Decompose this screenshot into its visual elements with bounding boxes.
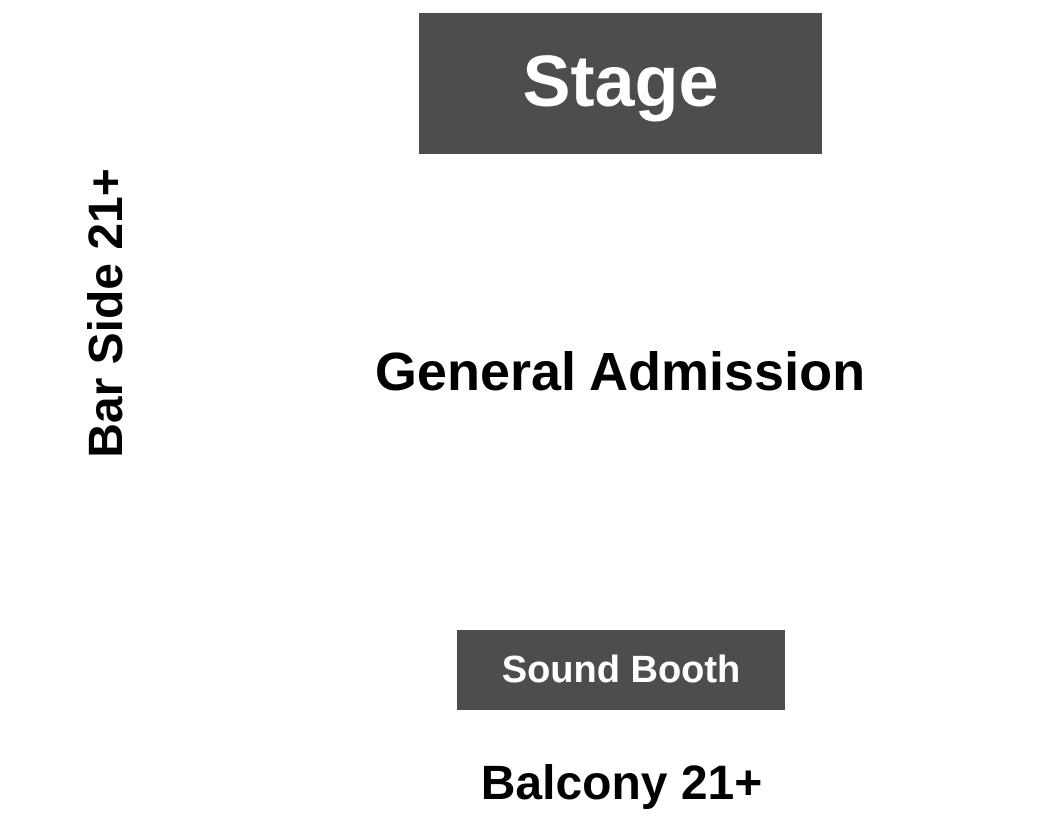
stage-label: Stage <box>522 41 719 122</box>
bar-side-label: Bar Side 21+ <box>80 168 133 458</box>
sound-booth-block: Sound Booth <box>457 630 785 710</box>
section-general-admission[interactable]: General Admission <box>374 342 866 402</box>
section-balcony[interactable]: Balcony 21+ <box>480 757 763 810</box>
sound-booth-label: Sound Booth <box>501 649 741 691</box>
stage-block[interactable]: Stage <box>419 13 822 154</box>
